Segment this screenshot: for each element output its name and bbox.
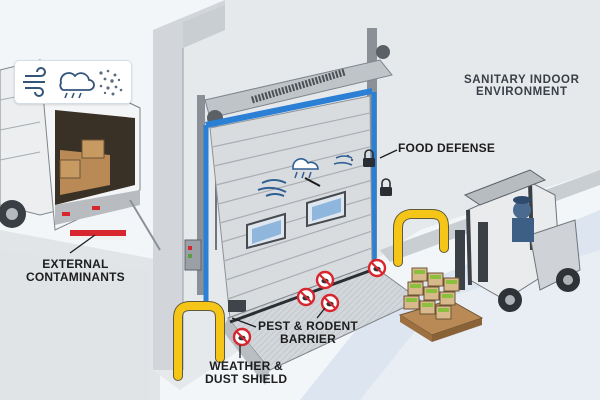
door-overlay-icons xyxy=(257,154,354,197)
forklift xyxy=(455,169,581,312)
door-panel-line xyxy=(219,179,372,224)
leader-lines xyxy=(69,149,398,358)
crate-label xyxy=(422,303,433,307)
external-contaminants-label: EXTERNAL CONTAMINANTS xyxy=(26,258,125,283)
contaminant-legend xyxy=(14,60,132,104)
door-panel-line xyxy=(217,163,371,205)
crate xyxy=(403,295,420,310)
no-pests-icon xyxy=(367,258,387,278)
safety-bollard-left xyxy=(173,301,225,381)
pallet-of-crates xyxy=(398,267,484,342)
crate-label xyxy=(426,289,437,293)
dust-particles-icon xyxy=(99,69,123,96)
no-pests-icon xyxy=(296,287,316,307)
no-pests-icon xyxy=(232,327,252,347)
crate-label xyxy=(410,284,421,288)
door-panel-line xyxy=(211,112,371,148)
no-pests-icon xyxy=(315,270,335,290)
sanitary-env-line2: ENVIRONMENT xyxy=(476,86,568,99)
crate xyxy=(419,300,436,315)
weather-line1: WEATHER & xyxy=(209,359,283,373)
rain-cloud-icon xyxy=(59,72,95,99)
crate-label xyxy=(414,270,425,274)
crate xyxy=(407,281,424,296)
no-pests-icon xyxy=(320,293,340,313)
pest-barrier-icons xyxy=(232,258,387,347)
sanitary-environment-label: SANITARY INDOOR ENVIRONMENT xyxy=(464,74,580,98)
padlock-icon xyxy=(363,149,375,167)
door-panel-line xyxy=(223,213,372,262)
weather-dust-shield-label: WEATHER & DUST SHIELD xyxy=(205,360,287,385)
sanitary-env-line1: SANITARY INDOOR xyxy=(464,74,580,86)
crate xyxy=(423,286,440,301)
crate-label xyxy=(442,294,453,298)
crate-label xyxy=(446,280,457,284)
external-line1: EXTERNAL xyxy=(42,257,109,271)
door-panel-line xyxy=(225,230,372,281)
overhead-door xyxy=(209,95,373,319)
food-defense-label: FOOD DEFENSE xyxy=(398,141,496,155)
external-line2: CONTAMINANTS xyxy=(26,269,125,284)
crate xyxy=(435,305,452,320)
crate-label xyxy=(406,298,417,302)
door-panel-lines xyxy=(211,112,373,300)
contaminant-legend-svg xyxy=(23,67,123,99)
crate xyxy=(411,267,428,282)
pest-rodent-barrier-label: PEST & RODENT BARRIER xyxy=(258,320,358,345)
padlock-icon xyxy=(380,178,392,196)
crate-label xyxy=(438,308,449,312)
wind-icon xyxy=(23,67,46,97)
crate-label xyxy=(430,275,441,279)
weather-line2: DUST SHIELD xyxy=(205,371,288,386)
crate xyxy=(439,291,456,306)
pest-line1: PEST & RODENT xyxy=(258,319,358,333)
safety-bollard-right xyxy=(393,209,449,267)
pest-line2: BARRIER xyxy=(279,331,337,346)
crate xyxy=(443,277,460,292)
crate xyxy=(427,272,444,287)
door-panel-line xyxy=(227,247,373,300)
crate-stack xyxy=(403,267,460,320)
door-panel-line xyxy=(213,129,371,167)
door-seal xyxy=(203,88,377,310)
